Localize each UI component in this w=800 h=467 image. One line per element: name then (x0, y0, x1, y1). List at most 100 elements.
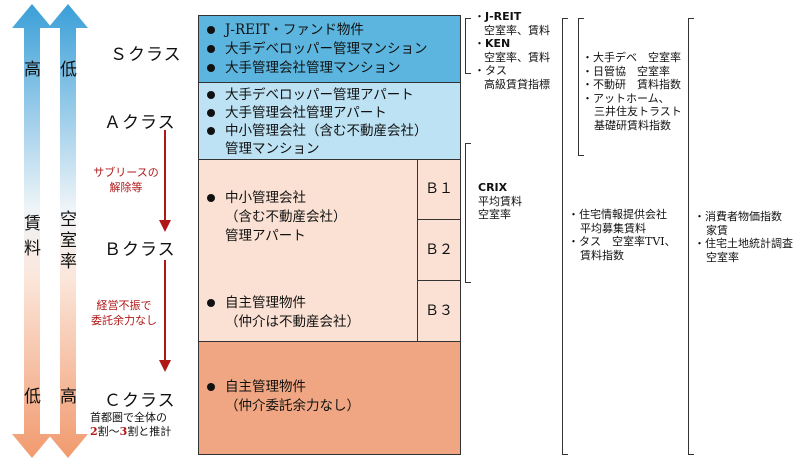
col2-top-6: 基礎研賃料指数 (594, 118, 671, 132)
b-item-small-mgmt: 中小管理会社 （含む不動産会社） 管理アパート (207, 189, 347, 246)
col2-top-1: ・大手デベ 空室率 (582, 51, 681, 64)
col2-top-4: ・アットホーム、 (582, 91, 670, 105)
b-item-2-line2: （仲介は不動産会社） (225, 314, 360, 330)
poor-note-line1: 経営不振で (96, 299, 152, 312)
a-item-small-mgmt: 中小管理会社（含む不動産会社） (207, 122, 428, 141)
c-note-mid: 割～ (97, 425, 120, 438)
rent-high-label: 高 (24, 60, 41, 80)
tas-heading: タス (485, 64, 507, 77)
c-class-estimate-note: 首都圏で全体の 2割～3割と推計 (90, 411, 171, 439)
crix-line2: 空室率 (478, 208, 511, 221)
bracket-col1-top (465, 18, 471, 74)
s-class-box (198, 15, 461, 83)
b3-cell: Ｂ３ (417, 280, 461, 342)
s-item-3-text: 大手管理会社管理マンション (225, 60, 401, 76)
col2-top-2: ・日管協 空室率 (582, 64, 670, 78)
c-note-end: 割と推計 (127, 425, 172, 438)
c-item-self-managed: 自主管理物件 （仲介委託余力なし） (207, 378, 360, 416)
col2-bottom-1: ・住宅情報提供会社 (568, 208, 667, 221)
bullet-icon (207, 193, 215, 202)
c-note-num2: 3 (119, 425, 128, 438)
b-item-1-line1: 中小管理会社 (225, 190, 306, 206)
col2-bottom-4: 賃料指数 (580, 248, 624, 262)
b-item-2-line1: 自主管理物件 (225, 295, 306, 311)
jreit-sub: 空室率、賃料 (484, 23, 550, 37)
class-c-label: Ｃクラス (104, 391, 176, 411)
bracket-col3 (688, 18, 694, 455)
b-item-self-managed: 自主管理物件 （仲介は不動産会社） (207, 294, 360, 332)
vacancy-label-3: 率 (60, 252, 77, 272)
a-item-small-mgmt-cont: 管理マンション (207, 140, 320, 159)
b2-cell: Ｂ２ (417, 219, 461, 281)
class-b-label: Ｂクラス (104, 240, 176, 260)
b3-label: Ｂ３ (425, 303, 453, 319)
col3-line3: ・住宅土地統計調査 (694, 237, 793, 250)
c-item-line2: （仲介委託余力なし） (225, 398, 360, 414)
b-item-1-line2: （含む不動産会社） (225, 209, 347, 225)
index-crix: CRIX 平均賃料 空室率 (478, 181, 522, 222)
poor-management-note: 経営不振で 委託余力なし (82, 298, 166, 328)
rent-low-label: 低 (24, 387, 41, 407)
c-note-line2: 2割～3割と推計 (90, 425, 171, 439)
col3-line1: ・消費者物価指数 (694, 210, 782, 223)
col2-top-3: ・不動研 賃料指数 (582, 78, 681, 91)
bullet-icon (207, 298, 215, 307)
c-item-line1: 自主管理物件 (225, 379, 306, 395)
crix-heading: CRIX (478, 181, 508, 194)
a-class-box (198, 82, 461, 160)
sublease-note-line2: 解除等 (109, 181, 143, 194)
vacancy-low-label: 低 (60, 60, 77, 80)
index-col2-bottom: ・住宅情報提供会社 平均募集賃料 ・タス 空室率TVI、 賃料指数 (568, 208, 676, 262)
s-item-2-text: 大手デベロッパー管理マンション (225, 41, 428, 57)
index-col1-top: ・J-REIT 空室率、賃料 ・KEN 空室率、賃料 ・タス 高級賃貸指標 (474, 10, 550, 91)
b1-label: Ｂ１ (425, 181, 453, 197)
a-item-2-text: 大手管理会社管理アパート (225, 105, 387, 121)
vacancy-label-1: 空 (60, 210, 77, 230)
poor-note-line2: 委託余力なし (91, 314, 157, 327)
sublease-note: サブリースの 解除等 (86, 165, 166, 195)
rent-vacancy-arrows (12, 4, 88, 458)
red-down-arrows (159, 130, 171, 372)
b1-cell: Ｂ１ (417, 159, 461, 220)
sublease-note-line1: サブリースの (93, 166, 159, 179)
b-item-1-line3: 管理アパート (225, 228, 306, 244)
bullet-icon (207, 126, 215, 135)
s-item-mgmt-mansion: 大手管理会社管理マンション (207, 59, 401, 78)
bracket-col2-bottom (562, 18, 568, 455)
a-item-1-text: 大手デベロッパー管理アパート (225, 87, 414, 103)
bullet-icon (207, 25, 215, 34)
vacancy-label-2: 室 (60, 231, 77, 251)
vacancy-arrow (48, 4, 88, 458)
class-a-label: Ａクラス (104, 113, 176, 133)
crix-line1: 平均賃料 (478, 194, 522, 208)
rent-label-1: 賃 (24, 214, 41, 234)
col3-line4: 空室率 (706, 250, 739, 264)
col2-bottom-3: ・タス 空室率TVI、 (568, 235, 676, 248)
bullet-icon (207, 108, 215, 117)
bullet-icon (207, 63, 215, 72)
s-item-jreit: J-REIT・ファンド物件 (207, 21, 364, 40)
class-s-label: Ｓクラス (110, 45, 182, 65)
bullet-icon (207, 90, 215, 99)
s-item-dev-mansion: 大手デベロッパー管理マンション (207, 40, 428, 59)
index-col3: ・消費者物価指数 家賃 ・住宅土地統計調査 空室率 (694, 210, 793, 264)
vacancy-high-label: 高 (60, 387, 77, 407)
c-class-box (198, 341, 461, 455)
index-col2-top: ・大手デベ 空室率 ・日管協 空室率 ・不動研 賃料指数 ・アットホーム、 三井… (582, 51, 682, 132)
a-item-3-cont: 管理マンション (225, 141, 320, 157)
a-item-mgmt-apart: 大手管理会社管理アパート (207, 104, 387, 123)
a-item-3-text: 中小管理会社（含む不動産会社） (225, 123, 428, 139)
col2-top-5: 三井住友トラスト (594, 105, 682, 118)
jreit-heading: J-REIT (485, 10, 522, 23)
rent-arrow (12, 4, 52, 458)
col2-bottom-2: 平均募集賃料 (580, 221, 646, 235)
c-note-num1: 2 (90, 425, 98, 438)
bracket-crix (465, 143, 471, 283)
a-item-dev-apart: 大手デベロッパー管理アパート (207, 86, 414, 105)
ken-heading: KEN (485, 37, 511, 50)
b2-label: Ｂ２ (425, 242, 453, 258)
bracket-col2-top (578, 18, 584, 156)
ken-sub: 空室率、賃料 (484, 50, 550, 64)
c-note-line1: 首都圏で全体の (90, 411, 167, 424)
tas-sub: 高級賃貸指標 (484, 77, 550, 91)
